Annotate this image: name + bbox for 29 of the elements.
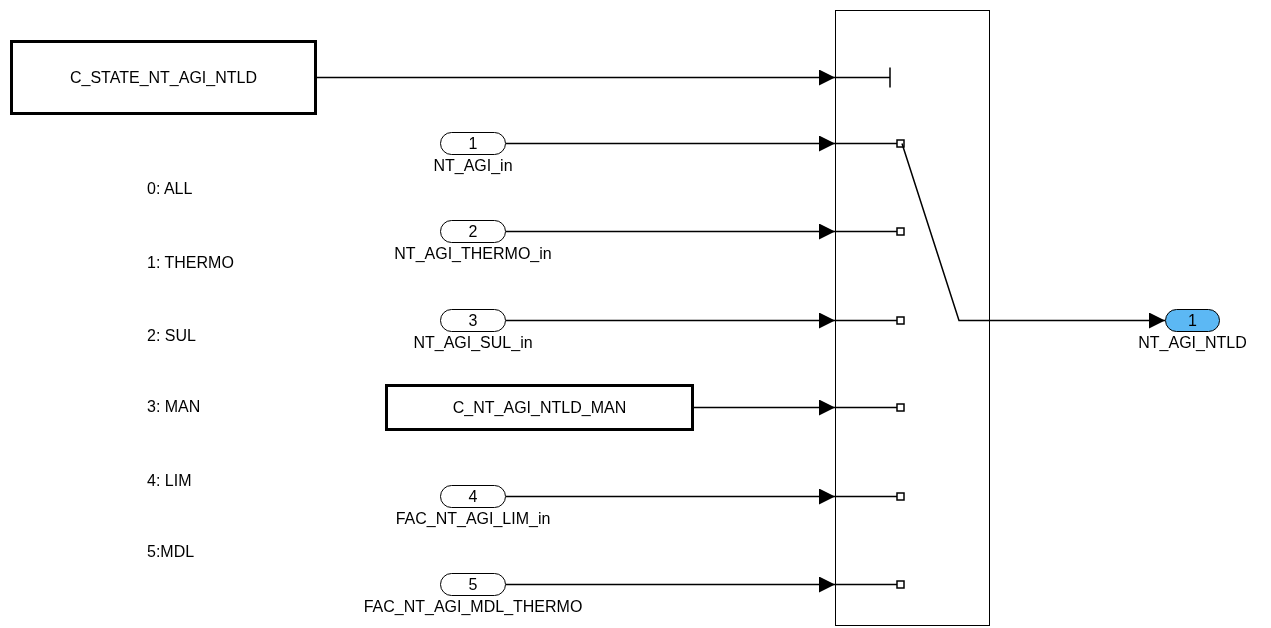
mode-label: 4: LIM bbox=[147, 472, 192, 490]
signal-arrow bbox=[505, 576, 836, 593]
constant-block: C_NT_AGI_NTLD_MAN bbox=[385, 384, 694, 431]
mode-label: 5:MDL bbox=[147, 543, 195, 561]
signal-arrow bbox=[505, 223, 836, 240]
inport-block: 2 bbox=[440, 220, 506, 243]
inport-block: 1 bbox=[440, 132, 506, 155]
signal-arrow bbox=[693, 399, 836, 416]
switch-block bbox=[835, 10, 990, 626]
signal-arrow bbox=[505, 312, 836, 329]
inport-block: 5 bbox=[440, 573, 506, 596]
constant-block: C_STATE_NT_AGI_NTLD bbox=[10, 40, 317, 115]
port-name-label: NT_AGI_THERMO_in bbox=[394, 245, 552, 263]
port-name-label: FAC_NT_AGI_MDL_THERMO bbox=[363, 598, 583, 616]
signal-arrow bbox=[989, 312, 1166, 329]
mode-label: 1: THERMO bbox=[147, 254, 234, 272]
mode-label: 2: SUL bbox=[147, 327, 196, 345]
inport-block: 4 bbox=[440, 485, 506, 508]
mode-label: 3: MAN bbox=[147, 398, 201, 416]
port-name-label: NT_AGI_NTLD bbox=[1138, 334, 1247, 352]
port-name-label: FAC_NT_AGI_LIM_in bbox=[395, 510, 551, 528]
inport-block: 3 bbox=[440, 309, 506, 332]
port-name-label: NT_AGI_in bbox=[433, 157, 513, 175]
port-name-label: NT_AGI_SUL_in bbox=[413, 334, 533, 352]
outport-block: 1 bbox=[1165, 309, 1220, 332]
signal-arrow bbox=[505, 488, 836, 505]
signal-arrow bbox=[316, 69, 836, 86]
signal-arrow bbox=[505, 135, 836, 152]
mode-label: 0: ALL bbox=[147, 180, 193, 198]
